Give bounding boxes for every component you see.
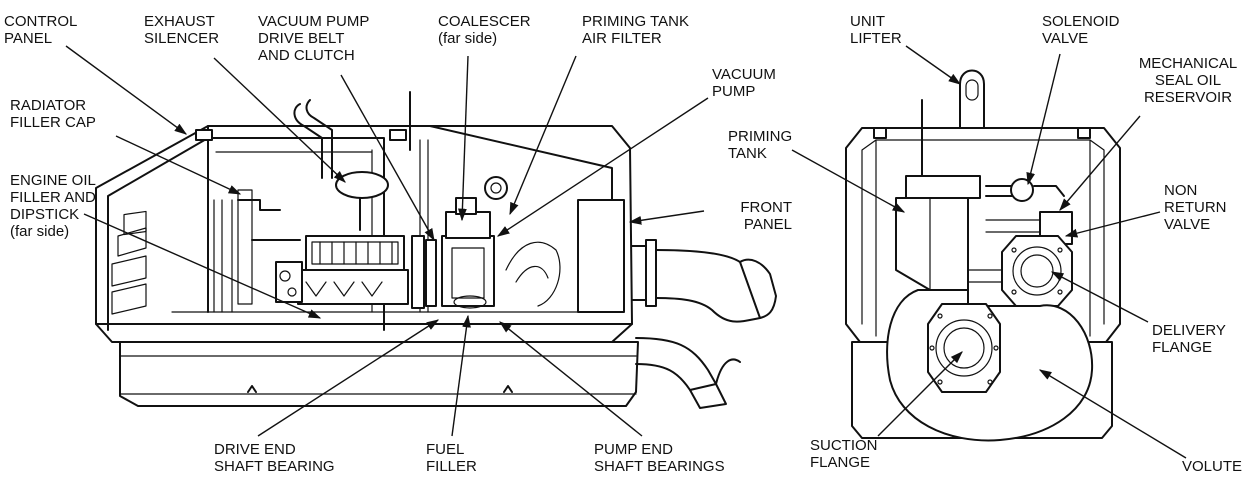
- label-line: ENGINE OIL: [10, 172, 96, 189]
- label-line: SILENCER: [144, 30, 220, 47]
- side-view: [95, 91, 777, 409]
- label-line: MECHANICAL: [1138, 55, 1238, 72]
- label-vacuum-pump-drive-belt: VACUUM PUMP DRIVE BELT AND CLUTCH: [258, 13, 369, 64]
- label-coalescer: COALESCER (far side): [438, 13, 531, 47]
- label-line: VALVE: [1042, 30, 1089, 47]
- label-line: VACUUM: [712, 66, 776, 83]
- leader-lines: [65, 45, 1187, 459]
- label-control-panel: CONTROL PANEL: [4, 13, 77, 47]
- label-line: UNIT: [850, 13, 885, 30]
- label-line: LIFTER: [850, 30, 902, 47]
- label-priming-tank-air-filter: PRIMING TANK AIR FILTER: [582, 13, 689, 47]
- label-drive-end-shaft-bearing: DRIVE END SHAFT BEARING: [214, 441, 335, 475]
- end-base: [851, 341, 1113, 439]
- label-priming-tank: PRIMING TANK: [728, 128, 792, 162]
- label-line: SUCTION: [810, 437, 878, 454]
- end-view: [845, 69, 1121, 442]
- label-line: AIR FILTER: [582, 30, 662, 47]
- exhaust-silencer: [293, 91, 411, 231]
- label-line: TANK: [728, 145, 767, 162]
- label-line: PRIMING TANK: [582, 13, 689, 30]
- label-line: DRIVE END: [214, 441, 296, 458]
- canopy: [95, 125, 633, 343]
- label-line: FRONT: [740, 199, 792, 216]
- label-line: FILLER: [426, 458, 477, 475]
- label-line: (far side): [438, 30, 498, 47]
- volute-part: [886, 289, 1094, 442]
- label-pump-end-shaft-bearings: PUMP END SHAFT BEARINGS: [594, 441, 725, 475]
- label-line: SEAL OIL: [1154, 72, 1222, 89]
- label-line: VACUUM PUMP: [258, 13, 370, 30]
- label-line: FILLER AND: [10, 189, 96, 206]
- label-engine-oil-filler: ENGINE OIL FILLER AND DIPSTICK (far side…: [10, 172, 96, 240]
- label-line: RADIATOR: [10, 97, 87, 114]
- label-line: SHAFT BEARINGS: [594, 458, 725, 475]
- label-line: FUEL: [426, 441, 465, 458]
- priming-tank-part: [895, 175, 981, 291]
- delivery-part: [967, 235, 1073, 307]
- label-exhaust-silencer: EXHAUST SILENCER: [144, 13, 219, 47]
- label-front-panel: FRONT PANEL: [712, 199, 792, 233]
- label-line: PANEL: [743, 216, 792, 233]
- label-line: PUMP END: [594, 441, 673, 458]
- front-panel-box: [577, 199, 625, 313]
- label-line: SHAFT BEARING: [214, 458, 335, 475]
- label-line: FILLER CAP: [10, 114, 96, 131]
- label-line: PRIMING: [728, 128, 793, 145]
- end-canopy: [845, 127, 1121, 343]
- label-radiator-filler-cap: RADIATOR FILLER CAP: [10, 97, 96, 131]
- label-fuel-filler: FUEL FILLER: [426, 441, 477, 475]
- label-solenoid-valve: SOLENOID VALVE: [1042, 13, 1120, 47]
- label-line: RESERVOIR: [1143, 89, 1233, 106]
- pump-pipework: [631, 239, 777, 409]
- solenoid-part: [985, 178, 1073, 245]
- label-line: DRIVE BELT: [258, 30, 345, 47]
- vacuum-pump-group: [441, 176, 561, 309]
- label-line: (far side): [10, 223, 70, 240]
- label-mechanical-seal-oil-reservoir: MECHANICAL SEAL OIL RESERVOIR: [1132, 55, 1244, 106]
- label-line: RETURN: [1164, 199, 1227, 216]
- label-line: EXHAUST: [144, 13, 215, 30]
- label-line: VOLUTE: [1182, 458, 1243, 475]
- label-line: CONTROL: [4, 13, 78, 30]
- label-line: PANEL: [4, 30, 53, 47]
- label-volute: VOLUTE: [1182, 458, 1242, 475]
- label-line: FLANGE: [1152, 339, 1213, 356]
- label-line: VALVE: [1164, 216, 1211, 233]
- label-delivery-flange: DELIVERY FLANGE: [1152, 322, 1226, 356]
- label-line: PUMP: [712, 83, 756, 100]
- label-line: AND CLUTCH: [258, 47, 355, 64]
- skid-base: [119, 341, 639, 407]
- label-non-return-valve: NON RETURN VALVE: [1164, 182, 1227, 233]
- engine: [275, 235, 437, 309]
- label-line: FLANGE: [810, 454, 871, 471]
- radiator: [237, 189, 301, 305]
- label-unit-lifter: UNIT LIFTER: [850, 13, 902, 47]
- label-line: SOLENOID: [1042, 13, 1120, 30]
- label-line: NON: [1164, 182, 1198, 199]
- label-vacuum-pump: VACUUM PUMP: [712, 66, 776, 100]
- label-line: DELIVERY: [1152, 322, 1226, 339]
- unit-lifter-part: [921, 69, 985, 177]
- label-suction-flange: SUCTION FLANGE: [810, 437, 878, 471]
- label-line: COALESCER: [438, 13, 531, 30]
- label-line: DIPSTICK: [10, 206, 80, 223]
